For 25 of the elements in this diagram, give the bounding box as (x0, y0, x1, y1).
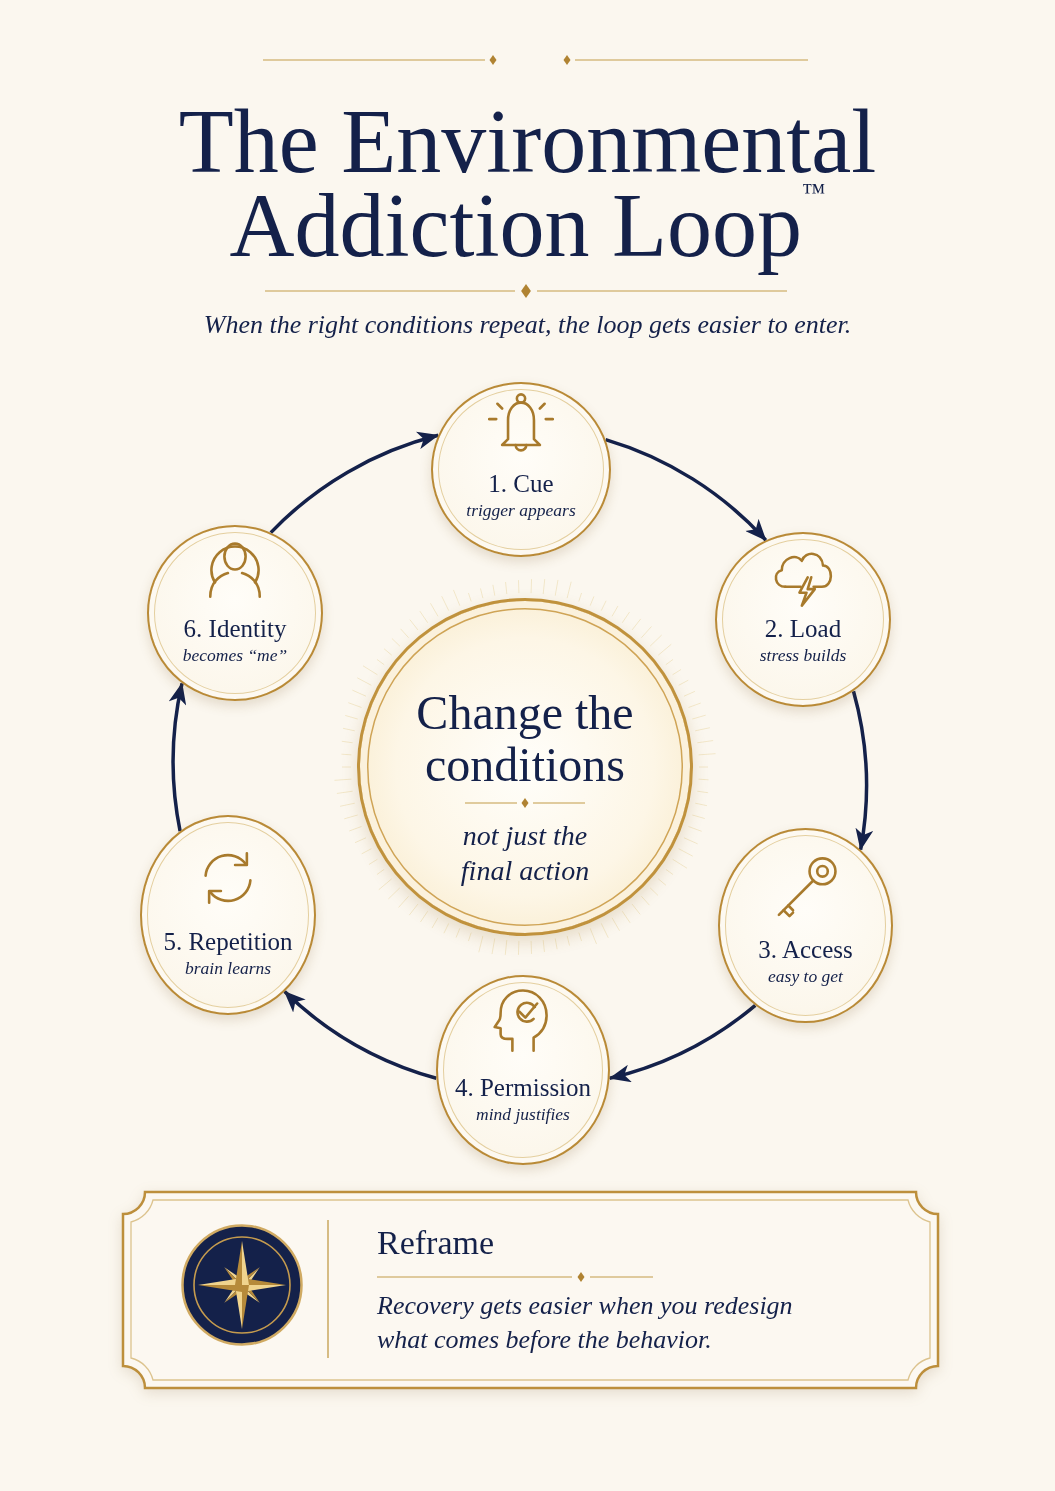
step-description: easy to get (768, 965, 843, 987)
step-description: stress builds (759, 644, 847, 666)
panel-heading: Reframe (377, 1223, 495, 1263)
step-description: mind justifies (476, 1103, 570, 1125)
cycle-arrow (283, 990, 437, 1080)
step-title: 5. Repetition (163, 927, 293, 957)
step-description: becomes “me” (182, 644, 288, 666)
step-description: brain learns (184, 957, 272, 979)
step-title: 2. Load (764, 614, 842, 644)
cycle-arrow (169, 682, 188, 832)
cycle-arrow (605, 437, 768, 542)
title: The Environmental Addiction Loop$^{™}$ (177, 100, 878, 277)
subtitle: When the right conditions repeat, the loop gets easier to enter. (203, 310, 852, 340)
panel-body: Recovery gets easier when you redesign what comes before the behavior. (377, 1290, 794, 1356)
step-title: 6. Identity (183, 614, 287, 644)
step-title: 4. Permission (454, 1073, 592, 1103)
step-description: trigger appears (466, 499, 576, 521)
step-title: 1. Cue (488, 469, 554, 499)
cycle-arrow (269, 432, 440, 534)
cycle-arrow (851, 690, 873, 851)
reframe-panel (123, 1192, 938, 1388)
center-heading: Change the conditions (415, 687, 635, 791)
step-title: 3. Access (758, 935, 853, 965)
center-subtext: not just the final action (459, 819, 591, 888)
cycle-arrow (608, 1004, 757, 1082)
